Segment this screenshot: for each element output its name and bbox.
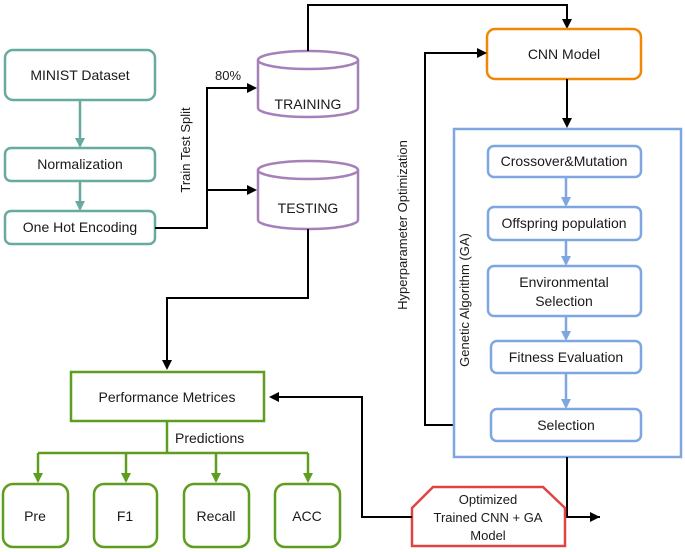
cnn-model-label: CNN Model [528,46,600,62]
metric-acc-label: ACC [292,508,322,524]
optimized-line1: Optimized [459,492,518,507]
environmental-selection-line1: Environmental [519,274,609,290]
metric-recall-box [182,482,251,549]
arrow-training-to-cnn [307,4,572,51]
predictions-label: Predictions [175,430,244,446]
hyperparameter-label: Hyperparameter Optimization [395,140,410,310]
metric-f1-box [92,482,159,549]
split-percent-label: 80% [215,68,241,83]
metric-acc-box [273,482,342,549]
offspring-population-box [486,205,643,242]
testing-cylinder [256,159,360,231]
arrow-optimized-to-performance [269,392,412,518]
environmental-selection-box [486,264,643,318]
metric-recall-label: Recall [197,508,236,524]
metric-pre-box [1,482,70,549]
train-test-split-label: Train Test Split [178,107,193,193]
optimized-line3: Model [470,528,506,543]
optimized-line2: Trained CNN + GA [434,510,543,525]
selection-box [489,407,643,443]
optimized-model-shape [410,485,567,548]
arrow-testing-to-performance [162,229,309,370]
selection-label: Selection [537,417,595,433]
training-label: TRAINING [275,96,342,112]
normalization-label: Normalization [37,156,123,172]
one-hot-encoding-label: One Hot Encoding [23,219,137,235]
cnn-model-box [485,27,643,81]
arrow-ga-to-optimized [566,457,600,518]
mnist-dataset-label: MINIST Dataset [30,67,129,83]
ga-label: Genetic Algorithm (GA) [457,233,472,367]
metric-f1-label: F1 [117,508,134,524]
fitness-evaluation-label: Fitness Evaluation [509,349,623,365]
crossover-mutation-box [486,144,643,179]
testing-label: TESTING [278,200,339,216]
offspring-population-label: Offspring population [501,215,626,231]
metric-pre-label: Pre [24,508,46,524]
split-connector [155,83,257,229]
crossover-mutation-label: Crossover&Mutation [501,153,628,169]
performance-metrices-box [69,370,266,423]
training-cylinder [256,49,360,119]
performance-metrices-label: Performance Metrices [99,389,236,405]
environmental-selection-line2: Selection [535,293,593,309]
